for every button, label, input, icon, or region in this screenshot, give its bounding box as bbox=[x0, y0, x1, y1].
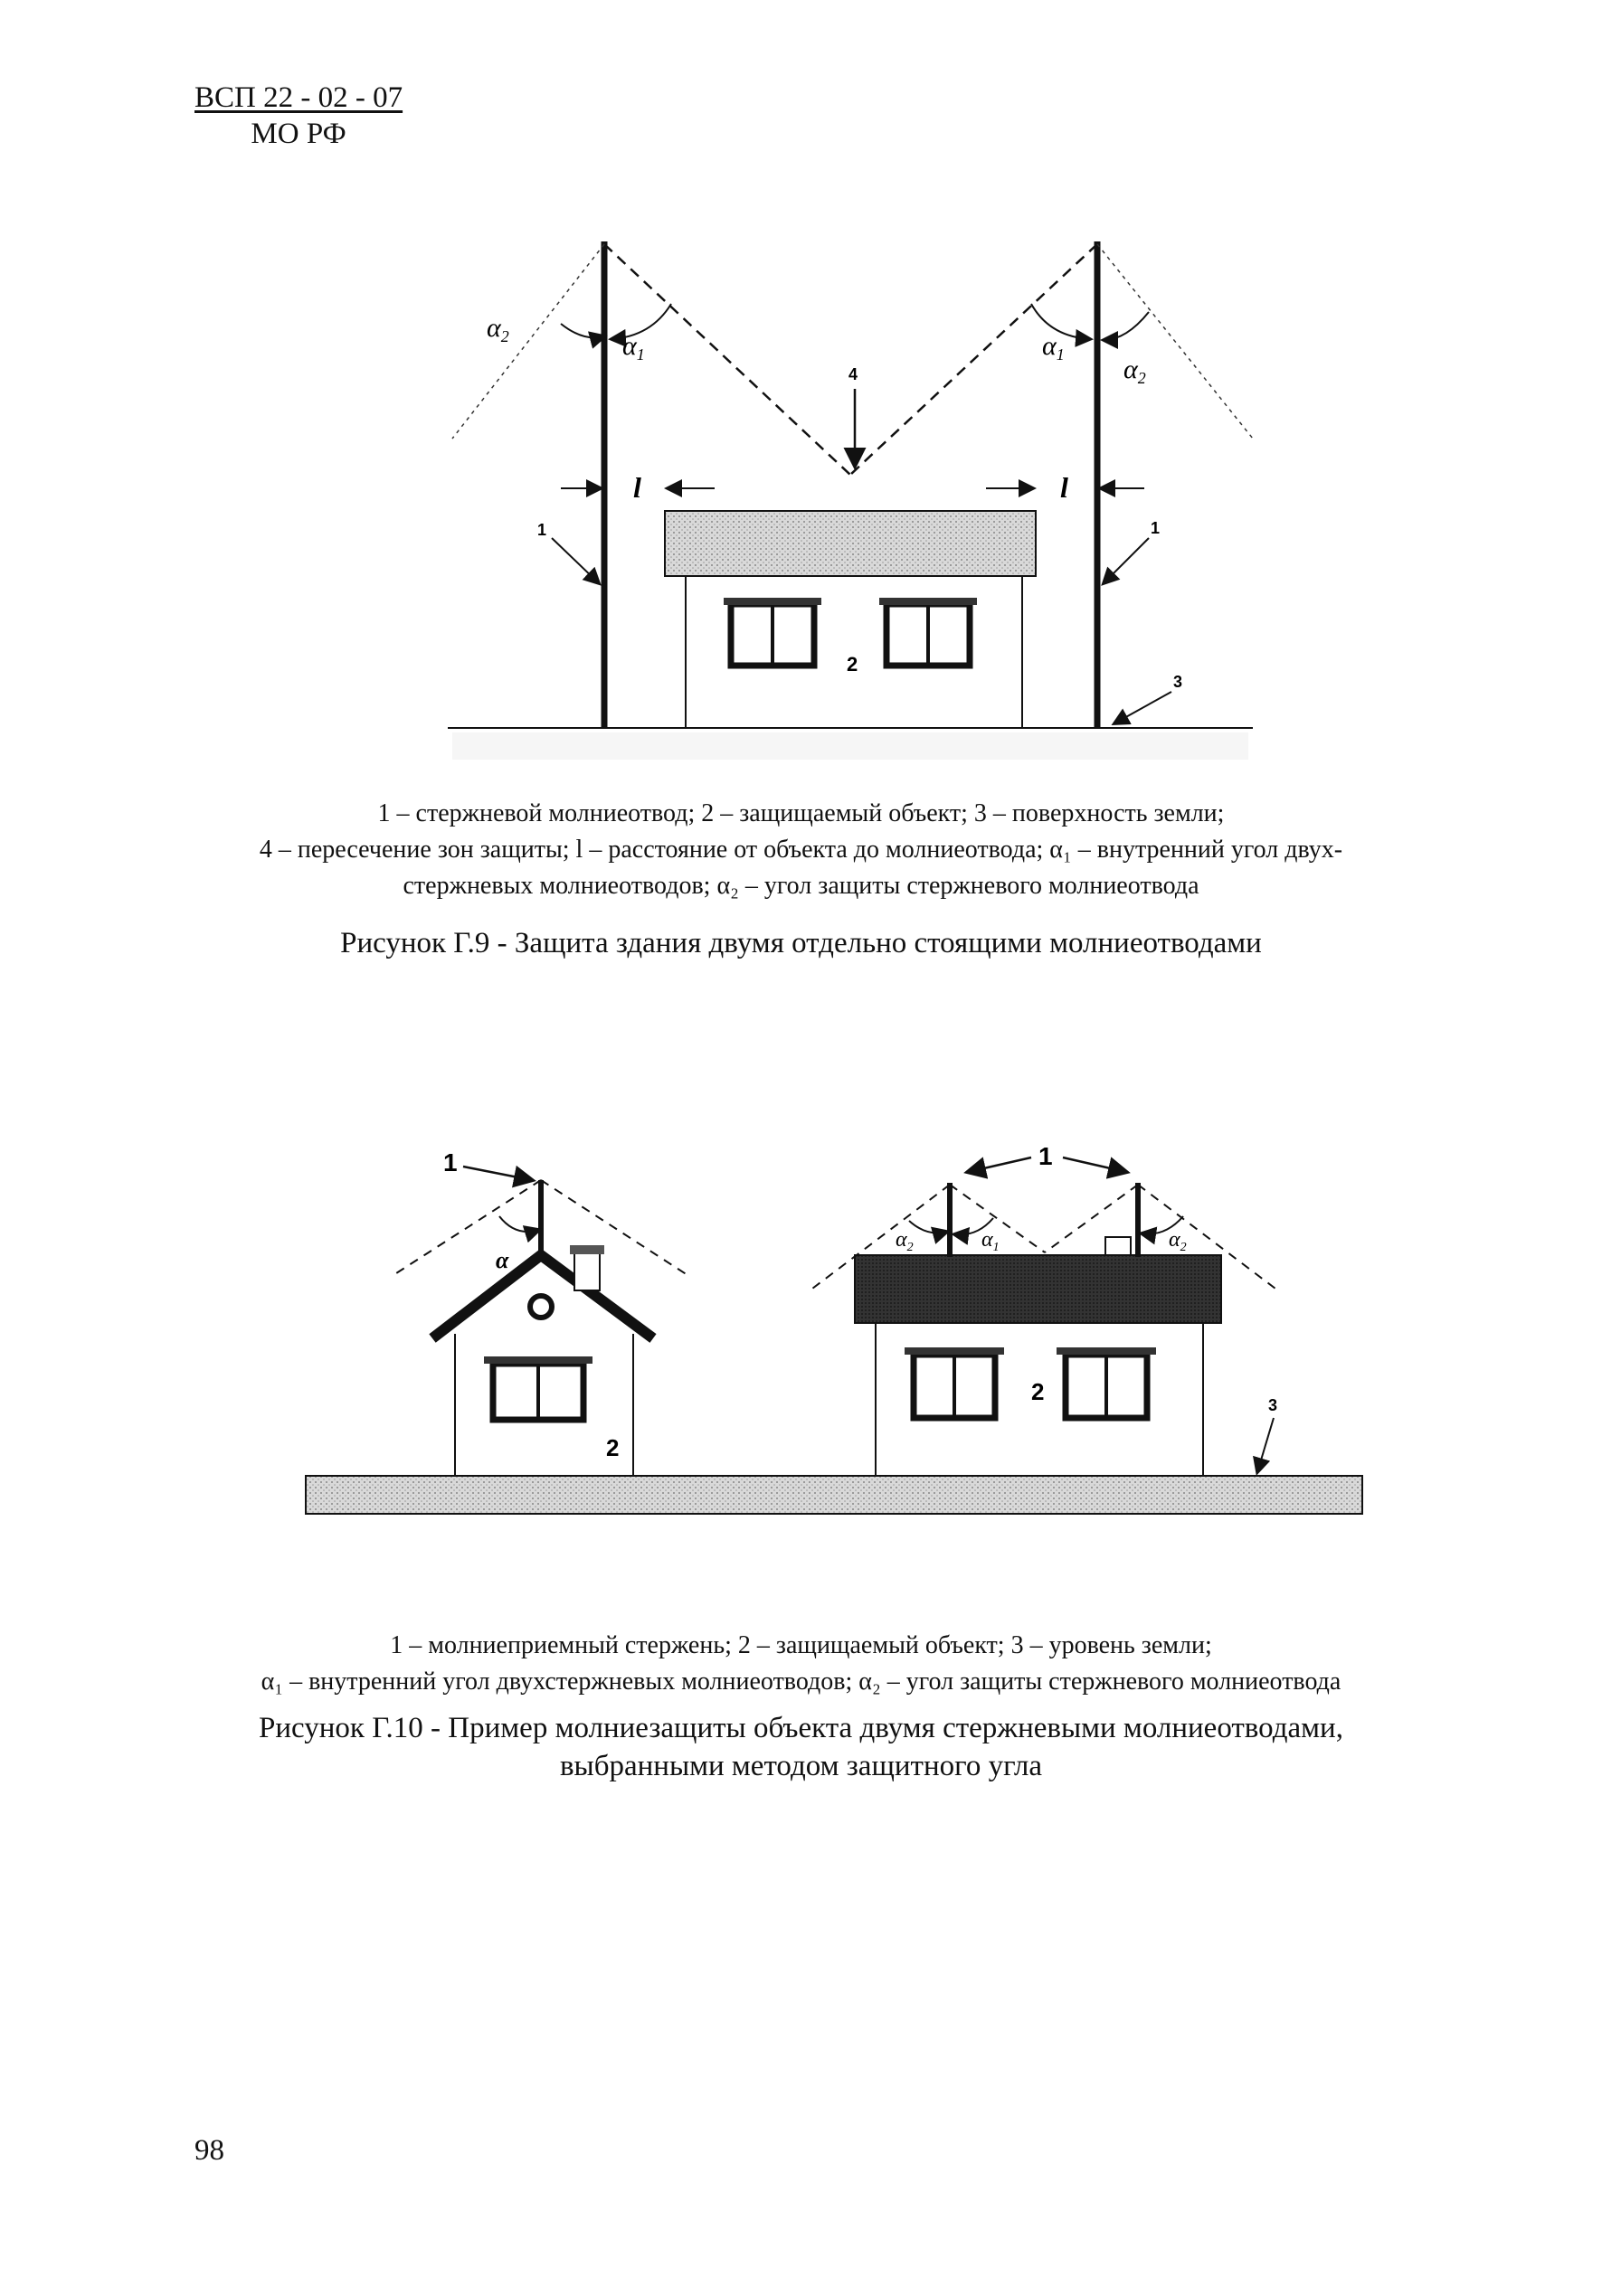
page-number: 98 bbox=[194, 2134, 224, 2167]
callout-arrow-1-right bbox=[1101, 537, 1150, 586]
zone-inner-right bbox=[849, 243, 1098, 476]
figure-10-title: Рисунок Г.10 - Пример молниезащиты объек… bbox=[0, 1709, 1602, 1785]
figure-9-title: Рисунок Г.9 - Защита здания двумя отдель… bbox=[340, 927, 1262, 959]
document-header: ВСП 22 - 02 - 07 МО РФ bbox=[194, 80, 403, 152]
angle-arc-a2-right bbox=[1100, 311, 1150, 349]
label-10-alpha1: α1 bbox=[981, 1228, 1000, 1254]
large-zone-outer-right bbox=[1137, 1184, 1276, 1290]
legend-10-line-2: α₁ – внутренний угол двухстержневых молн… bbox=[261, 1668, 1341, 1696]
large-callout-arrow-1-left bbox=[963, 1156, 1032, 1179]
legend-10-line-1: 1 – молниеприемный стержень; 2 – защищае… bbox=[390, 1631, 1212, 1659]
zone-outer-right bbox=[1096, 243, 1254, 439]
legend-9-line-1: 1 – стержневой молниеотвод; 2 – защищаем… bbox=[377, 799, 1225, 827]
label-10-alpha2-left: α2 bbox=[896, 1228, 914, 1254]
label-1-right: 1 bbox=[1151, 519, 1160, 537]
label-alpha2-left: α2 bbox=[487, 313, 509, 345]
large-angle-a2-left bbox=[908, 1220, 951, 1244]
label-alpha2-right: α2 bbox=[1123, 354, 1146, 387]
label-10-1-small: 1 bbox=[443, 1148, 458, 1176]
window-left bbox=[724, 598, 821, 669]
figure-10-legend: 1 – молниеприемный стержень; 2 – защищае… bbox=[0, 1628, 1602, 1700]
label-l-left: l bbox=[633, 471, 641, 504]
label-3: 3 bbox=[1173, 673, 1182, 691]
figure-9-legend: 1 – стержневой молниеотвод; 2 – защищаем… bbox=[0, 796, 1602, 904]
label-l-right: l bbox=[1060, 471, 1068, 504]
zone-inner-left bbox=[603, 243, 851, 476]
small-angle-arc bbox=[498, 1215, 543, 1243]
label-1-left: 1 bbox=[537, 521, 546, 539]
angle-arc-a2-left bbox=[560, 323, 608, 349]
large-angle-a1 bbox=[951, 1217, 994, 1245]
large-callout-arrow-1-right bbox=[1062, 1156, 1131, 1179]
large-zone-inner-right bbox=[1044, 1184, 1139, 1253]
doc-code: ВСП 22 - 02 - 07 bbox=[194, 81, 403, 114]
building-roof bbox=[664, 510, 1037, 577]
large-zone-outer-left bbox=[811, 1184, 951, 1290]
label-10-3: 3 bbox=[1268, 1396, 1277, 1414]
label-10-1-large: 1 bbox=[1038, 1142, 1053, 1170]
ground-strip-10 bbox=[305, 1475, 1363, 1515]
label-10-alpha2-right: α2 bbox=[1169, 1228, 1187, 1254]
label-2: 2 bbox=[847, 653, 858, 676]
legend-9-line-3: стержневых молниеотводов; α₂ – угол защи… bbox=[403, 872, 1199, 900]
callout-arrow-1-left bbox=[551, 537, 602, 586]
zone-outer-left bbox=[451, 243, 605, 439]
large-angle-a2-right bbox=[1138, 1215, 1184, 1245]
large-house bbox=[854, 1236, 1222, 1476]
label-4: 4 bbox=[848, 365, 858, 383]
label-alpha1-right: α1 bbox=[1042, 331, 1065, 364]
legend-9-line-2: 4 – пересечение зон защиты; l – расстоян… bbox=[259, 836, 1343, 864]
angle-arc-a1-right bbox=[1030, 303, 1094, 347]
callout-arrow-3-10 bbox=[1253, 1417, 1275, 1476]
label-10-2-large: 2 bbox=[1031, 1378, 1044, 1405]
small-house bbox=[429, 1245, 657, 1476]
small-callout-arrow-1 bbox=[462, 1165, 536, 1188]
label-10-2-small: 2 bbox=[606, 1434, 619, 1461]
angle-arc-a1-left bbox=[608, 303, 672, 347]
label-10-alpha: α bbox=[496, 1247, 509, 1273]
ground-texture-9 bbox=[452, 732, 1248, 760]
figure-10-title-line-2: выбранными методом защитного угла bbox=[559, 1750, 1043, 1782]
large-zone-inner-left bbox=[949, 1184, 1046, 1253]
figure-10-title-line-1: Рисунок Г.10 - Пример молниезащиты объек… bbox=[259, 1712, 1343, 1744]
callout-arrow-3 bbox=[1111, 691, 1172, 725]
window-right bbox=[879, 598, 977, 669]
small-zone-left bbox=[393, 1179, 542, 1276]
small-zone-right bbox=[540, 1179, 688, 1276]
doc-org: МО РФ bbox=[251, 118, 346, 150]
label-alpha1-left: α1 bbox=[622, 331, 645, 364]
